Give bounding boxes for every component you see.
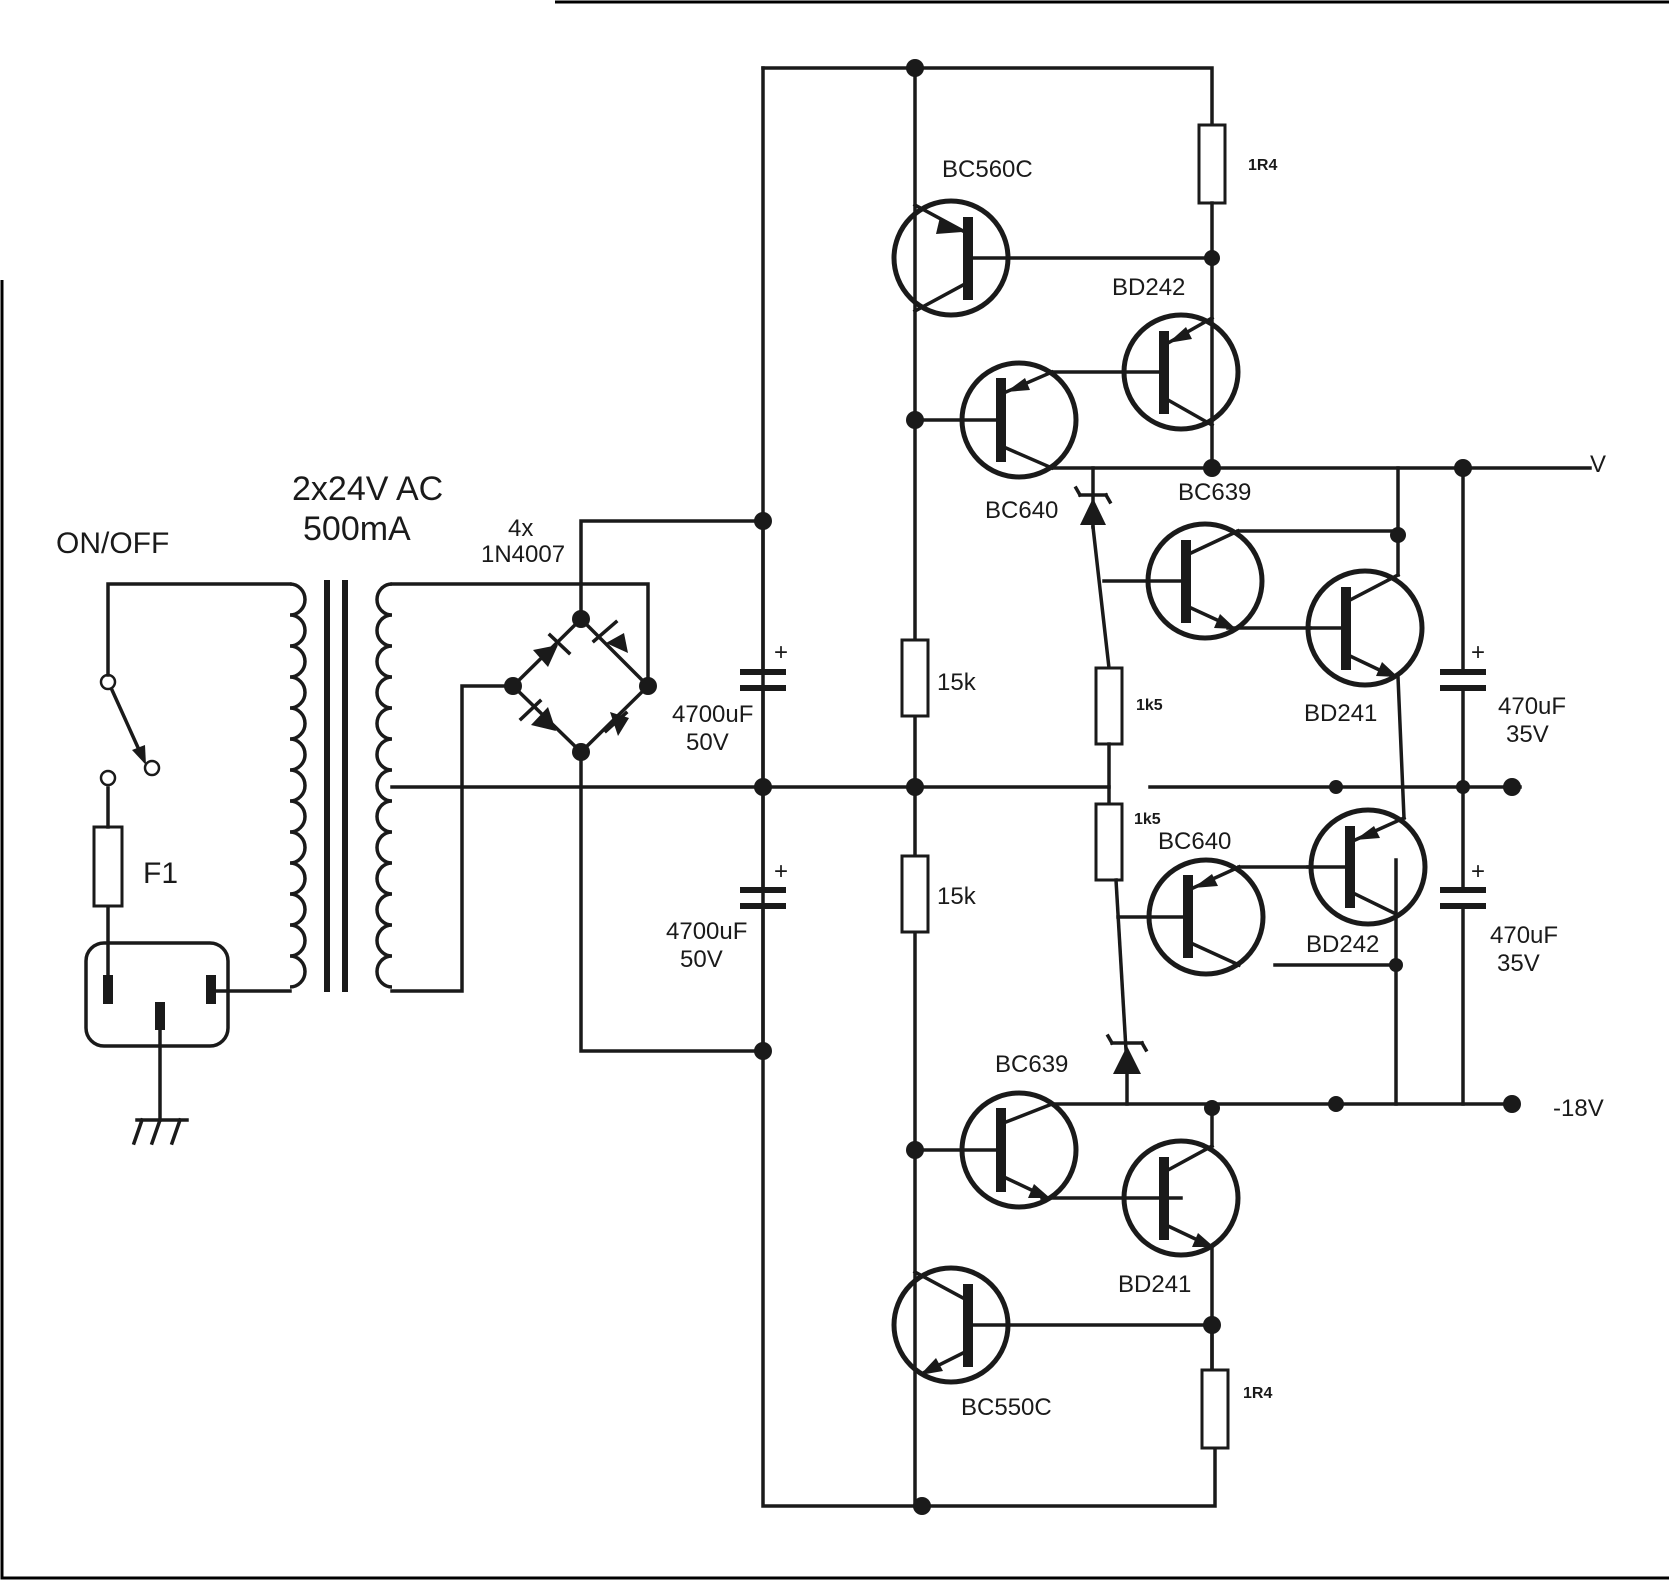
cap-main-bottom-plus: + xyxy=(774,858,788,885)
cap-out-top xyxy=(1440,466,1486,789)
res-zener-top xyxy=(1094,666,1124,789)
cap-out-bottom-voltage: 35V xyxy=(1497,950,1540,977)
cap-main-bottom-value: 4700uF xyxy=(666,918,747,945)
res-divider-top xyxy=(900,638,930,718)
res-divider-bottom-label: 15k xyxy=(937,883,977,910)
transistor-bc640-top xyxy=(913,360,1079,480)
transistor-bd241-top xyxy=(1305,568,1425,688)
q-bc640-bottom-label: BC640 xyxy=(1158,828,1231,855)
fuse-label: F1 xyxy=(143,857,178,890)
transistor-bc640-bottom xyxy=(1116,857,1398,977)
diode-d2 xyxy=(591,619,628,653)
res-zener-bottom xyxy=(1094,785,1128,1052)
out-positive-label: V xyxy=(1590,451,1606,478)
cap-main-bottom-voltage: 50V xyxy=(680,946,723,973)
diode-d4 xyxy=(603,710,629,736)
q-bd242-top-label: BD242 xyxy=(1112,274,1185,301)
transistor-bd241-bottom xyxy=(1121,1102,1241,1372)
q-bc560c-label: BC560C xyxy=(942,156,1033,183)
cap-main-top-voltage: 50V xyxy=(686,729,729,756)
res-sense-bottom-label: 1R4 xyxy=(1243,1385,1272,1402)
cap-out-top-plus: + xyxy=(1471,639,1485,666)
bridge-label-1: 4x xyxy=(508,515,533,542)
q-bd242-bottom-label: BD242 xyxy=(1306,931,1379,958)
res-zener-top-label: 1k5 xyxy=(1136,697,1163,714)
cap-out-top-value: 470uF xyxy=(1498,693,1566,720)
cap-out-bottom xyxy=(1440,785,1486,1106)
cap-out-bottom-value: 470uF xyxy=(1490,922,1558,949)
zener-bottom xyxy=(1105,1033,1149,1106)
fuse-f1 xyxy=(92,786,124,908)
out-negative-label: -18V xyxy=(1553,1095,1604,1122)
cap-out-top-voltage: 35V xyxy=(1506,721,1549,748)
res-sense-bottom xyxy=(1200,1323,1230,1450)
res-sense-top xyxy=(1197,123,1227,470)
on-off-switch[interactable] xyxy=(99,582,292,787)
main-rails xyxy=(390,66,1522,1508)
transistor-bc550c xyxy=(891,1265,1214,1385)
right-power-wires xyxy=(1394,466,1406,1106)
cap-main-top-plus: + xyxy=(774,639,788,666)
q-bc550c-label: BC550C xyxy=(961,1394,1052,1421)
res-divider-top-label: 15k xyxy=(937,669,977,696)
q-bd241-bottom-label: BD241 xyxy=(1118,1271,1191,1298)
junction-dots xyxy=(754,59,1521,1515)
cap-main-bottom xyxy=(740,785,786,1053)
zener-top xyxy=(1073,466,1113,670)
transformer-label-1: 2x24V AC xyxy=(292,470,443,508)
res-sense-top-label: 1R4 xyxy=(1248,157,1277,174)
mains-inlet-connector xyxy=(84,903,292,1122)
bridge-rectifier xyxy=(504,519,765,1053)
transistor-bd242-bottom xyxy=(1306,807,1428,927)
ground-symbol xyxy=(131,1117,189,1146)
cap-main-top xyxy=(740,519,786,789)
diode-d1 xyxy=(533,632,572,667)
cap-out-bottom-plus: + xyxy=(1471,858,1485,885)
transistor-bc639-top xyxy=(1102,521,1400,641)
transistor-bd242-top xyxy=(1050,312,1241,432)
cap-main-top-value: 4700uF xyxy=(672,701,753,728)
transistor-bc639-bottom xyxy=(913,1090,1183,1210)
bridge-label-2: 1N4007 xyxy=(481,541,565,568)
switch-label: ON/OFF xyxy=(56,527,169,560)
res-zener-bottom-label: 1k5 xyxy=(1134,811,1161,828)
q-bd241-top-label: BD241 xyxy=(1304,700,1377,727)
q-bc639-top-label: BC639 xyxy=(1178,479,1251,506)
q-bc639-bottom-label: BC639 xyxy=(995,1051,1068,1078)
q-bc640-top-label: BC640 xyxy=(985,497,1058,524)
diode-d3 xyxy=(518,698,556,731)
transistor-bc560c xyxy=(891,198,1214,318)
res-divider-bottom xyxy=(900,854,930,934)
transformer xyxy=(289,580,650,993)
transformer-label-2: 500mA xyxy=(303,510,411,548)
